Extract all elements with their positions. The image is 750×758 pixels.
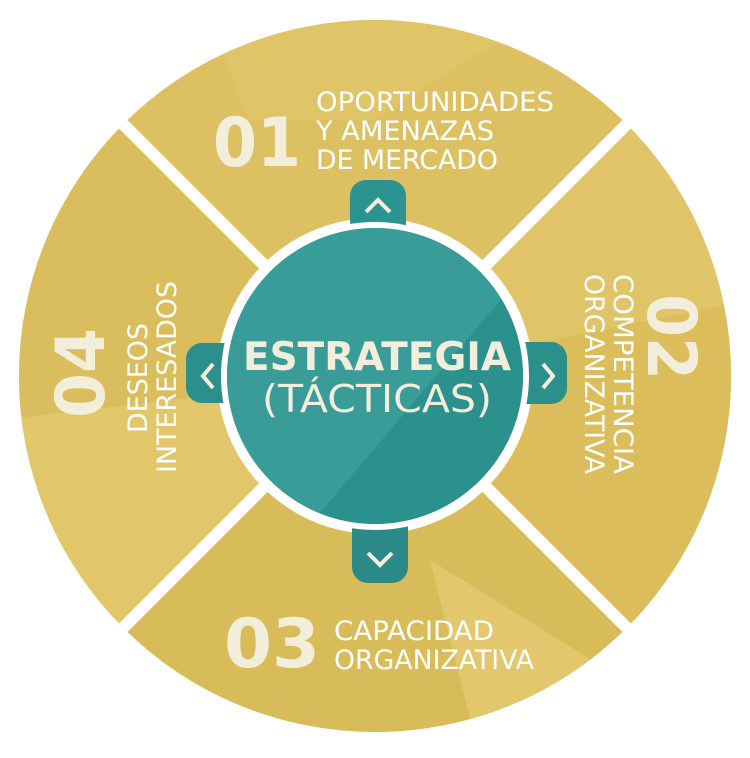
segment-01-line-1: OPORTUNIDADES <box>316 87 554 118</box>
segment-01-line-2: Y AMENAZAS <box>315 116 494 147</box>
down-chevron-icon <box>366 551 394 568</box>
segment-04-line-1: DESEOS <box>123 323 154 433</box>
up-chevron-icon <box>364 197 392 214</box>
center-circle[interactable] <box>200 200 560 560</box>
center-title: ESTRATEGIA <box>243 335 511 380</box>
segment-04-line-2: INTERESADOS <box>152 281 183 473</box>
center-subtitle: (TÁCTICAS) <box>262 377 492 421</box>
right-chevron-icon <box>541 362 556 390</box>
segment-02-line-2: ORGANIZATIVA <box>578 274 609 475</box>
segment-03-number: 03 <box>224 605 320 684</box>
segment-01-line-3: DE MERCADO <box>316 145 498 176</box>
segment-02-number: 02 <box>631 294 710 380</box>
segment-04-number: 04 <box>42 328 121 418</box>
segment-01-number: 01 <box>213 104 301 183</box>
segment-03-line-1: CAPACIDAD <box>334 616 494 647</box>
left-chevron-icon <box>200 362 215 390</box>
segment-03-line-2: ORGANIZATIVA <box>334 645 535 676</box>
segment-02-line-1: COMPETENCIA <box>607 274 638 475</box>
